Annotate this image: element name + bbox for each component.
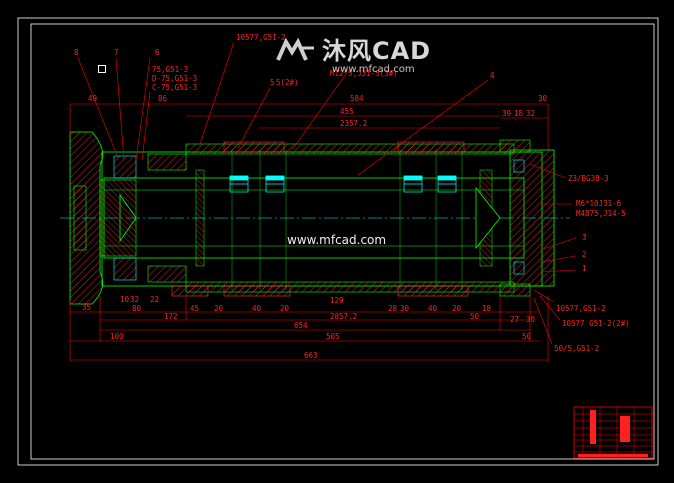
callout-right-3: M4875,J14-5 [576,209,626,218]
dim-bottom-663: 663 [304,351,318,360]
part-label-3: 3 [582,233,587,242]
dim-top-584: 584 [350,94,364,103]
dim-bottom-654: 654 [294,321,308,330]
callout-top-left-2: D-75,G51-3 [152,74,197,83]
dim-bottom-172: 172 [164,312,178,321]
inner-frame [30,23,655,460]
callout-right-1: Z3/BG38-3 [568,174,609,183]
dim-bottom-27: 27 [510,315,519,324]
leader-lines [77,41,577,345]
part-label-7: 7 [114,48,119,57]
dim-bottom-30b: 30 [526,315,536,324]
dim-top-32: 32 [526,109,535,118]
left-flange [69,131,137,305]
dim-bottom-80: 80 [132,304,142,313]
part-label-1: 1 [582,264,587,273]
dim-bottom-35: 35 [82,303,91,312]
callout-top-left-1: 75,G51-3 [152,65,188,74]
part-label-5: 5 [270,78,275,87]
section-guides [231,150,463,290]
callout-bottom-right-3: 50/5,G51-2 [554,344,599,353]
callout-right-2: M6*10J31-6 [576,199,622,208]
callout-top-mid-1: 10577,G51-2 [236,33,286,42]
dim-bottom-2857: 2857.2 [330,312,357,321]
watermark-logo: 沐风CAD [276,38,431,64]
dim-top-39: 39 [502,109,511,118]
dim-bottom-100: 100 [110,332,124,341]
callout-bottom-right-2: 10577 G51-2(2#) [562,319,630,328]
dim-bottom-45: 45 [190,304,199,313]
callout-top-mid-2: 5(2#) [276,78,299,87]
dim-bottom-32: 32 [130,295,139,304]
dim-bottom-20b: 20 [280,304,290,313]
dim-bottom-129: 129 [330,296,344,305]
dim-top-455: 455 [340,107,354,116]
cursor-pickbox-icon [98,65,106,73]
dim-top-2357: 2357.2 [340,119,367,128]
part-label-6: 6 [155,48,160,57]
dim-top-30: 30 [538,94,548,103]
dim-bottom-40b: 40 [428,304,438,313]
callout-top-left-4: 86 [158,94,168,103]
dim-bottom-28: 28 [388,304,398,313]
watermark-url: www.mfcad.com [332,64,415,75]
dim-bottom-40a: 40 [252,304,262,313]
dim-bottom-30: 30 [400,304,410,313]
mfcad-logo-icon [276,38,314,61]
right-end-cap [475,139,555,297]
watermark-brand: 沐风CAD [322,37,432,65]
dim-bottom-20c: 20 [452,304,462,313]
callout-top-left-3: C-75,G51-3 [152,83,197,92]
watermark-center-url: www.mfcad.com [287,233,387,247]
callout-bottom-right-1: 10577,G51-2 [556,304,606,313]
outer-frame [17,17,659,466]
part-label-2: 2 [582,250,587,259]
callout-top-mid-3: M12*5,J31-5(3#) [330,69,398,78]
title-block [573,406,653,459]
dim-bottom-505: 505 [326,332,340,341]
part-label-8: 8 [74,48,79,57]
dim-bottom-10: 10 [120,295,130,304]
dim-bottom-50a: 50 [470,312,480,321]
dim-top-49: 49 [88,94,97,103]
dim-top-18: 18 [514,109,524,118]
bearing-set [229,175,457,193]
dim-bottom-22: 22 [150,295,159,304]
dim-bottom-20a: 20 [214,304,224,313]
dim-bottom-18: 18 [482,304,492,313]
dimension-lines [69,103,549,362]
part-label-4: 4 [490,71,495,80]
dim-bottom-50b: 50 [522,332,532,341]
